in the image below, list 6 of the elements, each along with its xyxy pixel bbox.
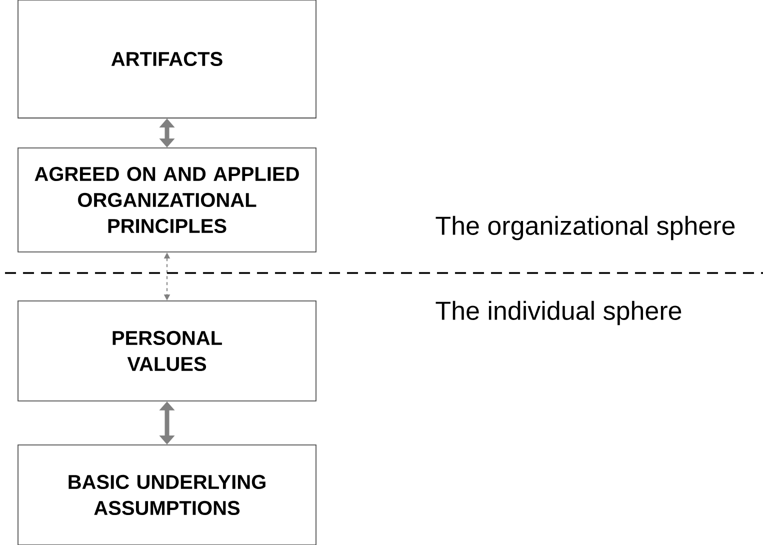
- section-label: The organizational sphere: [436, 216, 735, 240]
- text-box: PERSONAL VALUES: [18, 300, 316, 402]
- section-label: The individual sphere: [436, 300, 682, 326]
- text-box: BASIC UNDERLYING ASSUMPTIONS: [18, 444, 316, 545]
- text-box: AGREED ON AND APPLIED ORGANIZATIONAL PRINCIPLES: [18, 148, 316, 252]
- text-box: ARTIFACTS: [18, 0, 316, 118]
